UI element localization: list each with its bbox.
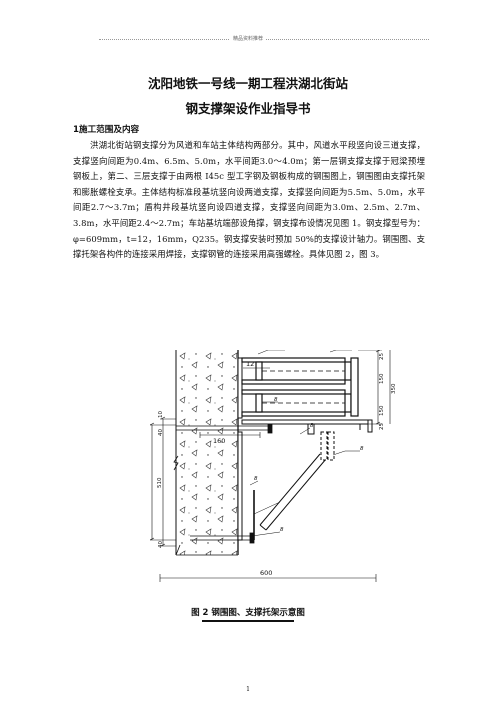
weld-size-2: 8 bbox=[310, 423, 314, 429]
weld-size-5: 8 bbox=[280, 527, 284, 533]
weld-size-1: 8 bbox=[274, 397, 278, 403]
dim-bottom-600: 600 bbox=[260, 569, 272, 577]
left-dimensions bbox=[149, 416, 176, 547]
dim-plate-top-right: 12 bbox=[340, 350, 348, 351]
dim-right-150-bottom: 150 bbox=[379, 405, 385, 416]
figure-caption: 图 2 钢围图、支撑托架示意图 bbox=[191, 608, 305, 618]
i-beam-waler bbox=[241, 357, 359, 417]
dim-bracket-160: 160 bbox=[213, 437, 225, 445]
support-bracket bbox=[241, 419, 373, 540]
dim-left-40-top: 40 bbox=[158, 429, 164, 436]
dim-right-150-top: 150 bbox=[379, 373, 385, 384]
embedded-plate bbox=[237, 357, 243, 419]
dim-left-10: 10 bbox=[158, 411, 164, 418]
dim-right-350: 350 bbox=[391, 383, 395, 394]
body-paragraph: 洪湖北街站钢支撑分为风道和车站主体结构两部分。其中，风道水平段竖向设三道支撑，支… bbox=[73, 140, 425, 260]
dim-600-line bbox=[159, 574, 377, 582]
dim-plate-top-left: 12 bbox=[270, 350, 278, 351]
dim-right-25-top: 25 bbox=[379, 353, 385, 360]
document-title: 沈阳地铁一号线一期工程洪湖北街站 bbox=[147, 76, 348, 91]
weld-size-3: 8 bbox=[360, 446, 364, 452]
anchor-bolt bbox=[176, 422, 273, 544]
right-dimensions bbox=[358, 349, 391, 425]
dim-plate-side: 12 bbox=[246, 360, 254, 368]
weld-size-4: 8 bbox=[254, 476, 258, 482]
figure-drawing: 12 12 12 25 150 350 150 25 10 40 510 600… bbox=[146, 343, 397, 582]
dim-right-25-bottom: 25 bbox=[379, 423, 385, 430]
dim-left-600: 600 bbox=[150, 477, 152, 488]
page-number: 1 bbox=[246, 686, 250, 693]
concrete-wall bbox=[173, 350, 239, 556]
document-subtitle: 钢支撑架设作业指导书 bbox=[185, 101, 311, 116]
dim-left-40-bottom: 40 bbox=[158, 541, 164, 548]
embedded-plate-lower bbox=[237, 431, 243, 541]
page-header: 精品资料推荐 bbox=[0, 35, 496, 42]
section-heading: 1施工范围及内容 bbox=[73, 125, 140, 135]
leader-lines bbox=[243, 349, 360, 537]
steel-bracket-figure: 12 12 12 25 150 350 150 25 10 40 510 600… bbox=[146, 343, 397, 602]
dim-160-line bbox=[199, 432, 261, 438]
caption-underline bbox=[202, 620, 294, 622]
dim-left-510: 510 bbox=[157, 477, 163, 488]
